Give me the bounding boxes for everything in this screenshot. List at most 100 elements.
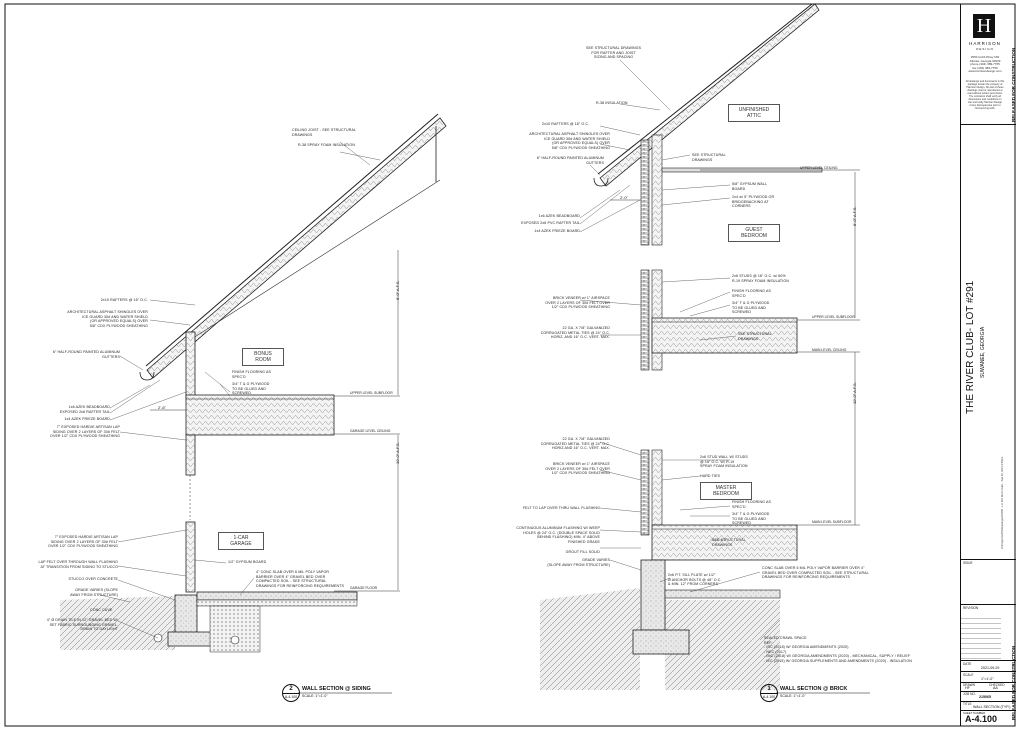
note-finish-floor: FINISH FLOORING AS SPEC'D [232,370,271,379]
note-beadboard: 1x6 AZEK BEADBOARD [68,405,110,409]
date-value: 2021-09-29 [981,666,1000,670]
section-title-siding: WALL SECTION @ SIDING [302,686,371,692]
revision-label: REVISION [963,606,979,610]
note-gypsum: 1/2" GYPSUM BOARD [228,560,267,564]
note-frieze-right: 1x4 AZEK FRIEZE BOARD [534,229,580,233]
project-name: THE RIVER CLUB- LOT #291 [965,280,976,414]
project-location: SUWANEE, GEORGIA [980,326,986,378]
level-garage-ceiling: GARAGE LEVEL CEILING [350,429,391,433]
note-see-structural-2: SEE STRUCTURAL DRAWINGS [738,332,772,341]
legal-notice: All drawings and documents in this packa… [965,80,1005,110]
section-bubble-2: 2 A-4.100 [282,684,300,702]
note-metal-ties-upper: 22 GA. X 7/8" GALVANIZED CORRUGATED META… [540,326,610,340]
drawn-label: DRAWN [963,683,975,687]
room-tag-garage: 1-CAR GARAGE [218,532,264,550]
revision-grid [961,614,1001,660]
note-ceiling-joist: CEILING JOIST - SEE STRUCTURAL DRAWINGS [292,128,357,137]
note-see-structural-3: SEE STRUCTURAL DRAWINGS [712,538,746,547]
note-conc-slab-right: CONC SLAB OVER 6 MIL POLY VAPOR BARRIER … [762,566,869,580]
note-gutters: 6" HALF-ROUND PAINTED ALUMINUM GUTTERS [52,350,120,359]
firm-name: HARRISON [969,41,1001,46]
note-finish-floor-upper: FINISH FLOORING AS SPEC'D [732,289,771,298]
firm-sub: DESIGN [976,47,994,51]
level-upper-ceiling: UPPER LEVEL CEILING [800,166,838,170]
room-tag-attic: UNFINISHED ATTIC [728,104,780,122]
note-lap-felt: LAP FELT OVER THROUGH WALL FLASHING AT T… [38,560,118,569]
section-scale-brick: SCALE: 1"=1'-0" [780,694,806,698]
note-gutters-right: 6" HALF-ROUND PAINTED ALUMINUM GUTTERS [536,156,604,165]
section-scale-siding: SCALE: 1"=1'-0" [302,694,328,698]
date-label: DATE [963,662,972,666]
tb-divider [961,682,1016,683]
title-label: TITLE [963,702,972,706]
level-garage-floor: GARAGE FLOOR [350,586,378,590]
note-gypsum-right: 5/8" GYPSUM WALL BOARD [732,182,768,191]
checked-value: AA [993,686,998,690]
logo: H [973,14,995,38]
level-main-ceiling: MAIN LEVEL CEILING [812,348,847,352]
level-upper-subfloor-right: UPPER LEVEL SUBFLOOR [812,315,855,319]
dim-lower-height: 10'-0" A.F.S. [395,442,400,464]
job-value: 215065 [979,695,991,699]
tb-divider [961,124,1016,125]
dim-upper-height-right: 8'-0" A.F.S. [852,206,857,226]
tb-divider [961,701,1016,702]
note-stucco: STUCCO OVER CONCRETE [68,577,118,581]
note-sill-plate: 2x6 P.T. SILL PLATE w/ 1/2" Ø ANCHOR BOL… [668,573,722,587]
note-grout: GROUT FILL SOLID [565,550,600,554]
note-rafters: 2x10 RAFTERS @ 16" O.C. [100,298,148,302]
note-siding-lower: 7" EXPOSED HARDIE ARTISAN LAP SIDING OVE… [48,535,118,549]
note-shingles: ARCHITECTURAL ASPHALT SHINGLES OVER ICE … [67,310,148,328]
title-value: WALL SECTION (TYP.) [973,705,1011,709]
note-felt-lap: FELT TO LAP OVER THRU WALL FLASHING [522,506,600,510]
note-flashing: CONTINUOUS ALUMINUM FLASHING W/ WEEP HOL… [516,526,600,544]
note-see-structural-rafter: SEE STRUCTURAL DRAWINGS FOR RAFTER AND J… [586,46,642,60]
tb-divider [961,604,1016,605]
note-spray-foam: R-38 SPRAY FOAM INSULATION [298,143,355,147]
firm-address: 2550 Cobb Pkwy NW Atlanta, Georgia 30339… [968,55,1002,74]
note-siding-upper: 7" EXPOSED HARDIE ARTISAN LAP SIDING OVE… [50,425,120,439]
note-conc-slab: 4" CONC SLAB OVER 6 MIL POLY VAPOR BARRI… [256,570,345,588]
release-bottom: RELEASED FOR CONSTRUCTION [1011,645,1016,720]
dim-main-height-right: 10'-0" A.F.S. [852,382,857,404]
room-tag-bonus-room: BONUS ROOM [242,348,284,366]
file-path: H:\Projects\2150\Drawings\215065 - Lot 2… [1001,456,1004,549]
note-frieze: 1x4 AZEK FRIEZE BOARD [64,417,110,421]
note-grade: GRADE VARIES (SLOPE AWAY FROM STRUCTURE) [70,588,118,597]
dim-overhang-right: 2'-0" [620,195,628,200]
note-plywood-lower: 3/4" T & G PLYWOOD TO BE GLUED AND SCREW… [732,512,770,526]
checked-label: CHECKED [989,683,1005,687]
room-tag-guest-bedroom: GUEST BEDROOM [728,224,780,242]
tb-divider [961,671,1016,672]
note-shingles-right: ARCHITECTURAL ASPHALT SHINGLES OVER ICE … [529,132,610,150]
tb-divider [961,710,1016,711]
dim-overhang: 2'-6" [158,405,166,410]
note-crawl-space: SEALED CRAWL SPACE REF: - IRC (2018) W/ … [764,636,912,663]
note-grade-right: GRADE VARIES (SLOPE AWAY FROM STRUCTURE) [547,558,610,567]
note-brick-lower: BRICK VENEER w/ 1" AIRSPACE OVER 2 LAYER… [545,462,610,476]
note-r38: R-38 INSULATION [596,101,628,105]
note-studs-upper: 2x6 STUDS @ 16" O.C. w/ 60% R-19 SPRAY F… [732,274,789,283]
note-rafters-right: 2x10 RAFTERS @ 16" O.C. [542,122,590,126]
note-see-structural-1: SEE STRUCTURAL DRAWINGS [692,153,726,162]
dim-upper-height: 8'-0" A.F.S. [395,280,400,300]
note-beadboard-right: 1x6 AZEK BEADBOARD [538,214,580,218]
sheet-label: SHEET NUMBER [963,711,986,715]
note-plywood-upper: 3/4" T & G PLYWOOD TO BE GLUED AND SCREW… [732,301,770,315]
scale-value: 1"=1'-0" [981,677,994,681]
left-wall-section [60,113,447,694]
note-studs-lower: 2x6 STUD WALL W/ STUDS @ 16" O.C. W/ R-1… [700,455,748,469]
logo-letter: H [976,15,992,37]
note-hard-ties: HARD TIES [700,474,721,478]
tb-divider [961,660,1016,661]
level-main-subfloor: MAIN LEVEL SUBFLOOR [812,520,852,524]
scale-label: SCALE [963,673,974,677]
release-top: RELEASED FOR CONSTRUCTION [1011,47,1016,122]
note-blocking: 2x4 w/ 5" PLYWOOD OR BRIDGEBACKING AT CO… [732,195,775,209]
note-conc-cuve: CONC CUVE [90,608,113,612]
level-upper-subfloor: UPPER LEVEL SUBFLOOR [350,391,393,395]
note-metal-ties-lower: 22 GA. X 7/8" GALVANIZED CORRUGATED META… [540,437,610,451]
issues-label: ISSUE [963,561,973,565]
